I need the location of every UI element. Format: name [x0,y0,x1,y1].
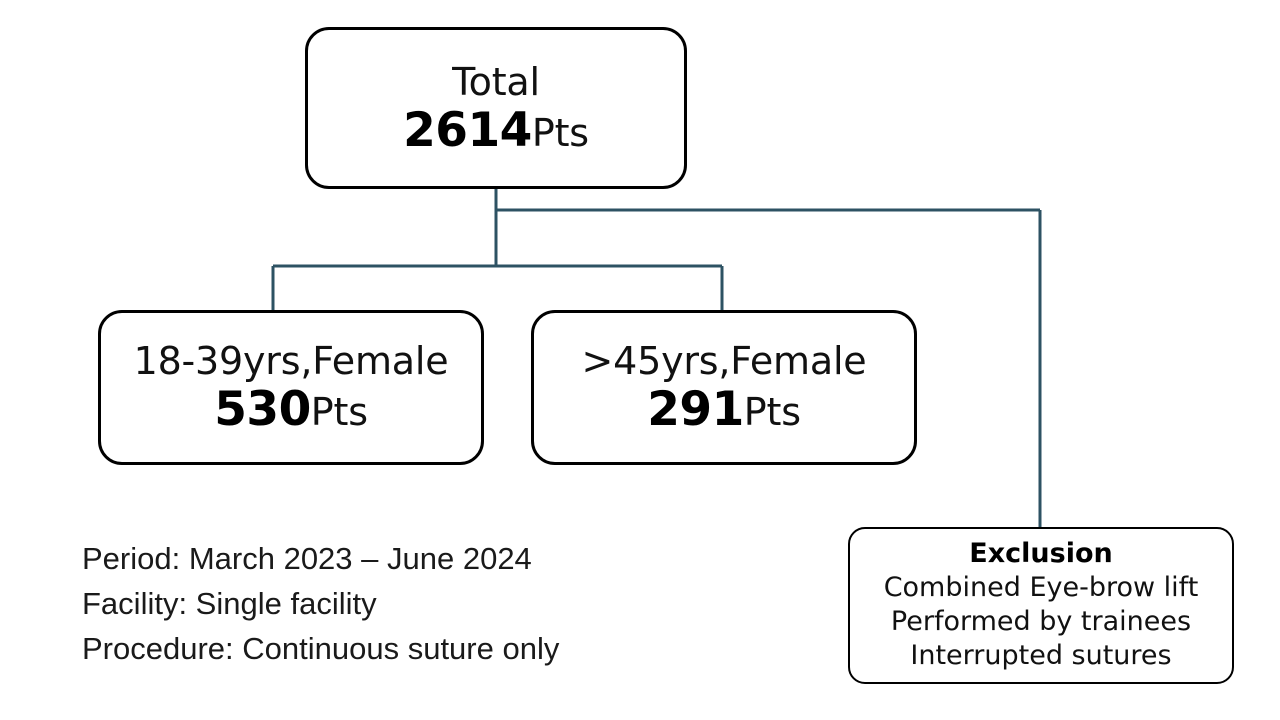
node-young-female-title: 18-39yrs,Female [133,339,449,384]
study-meta-period: Period: March 2023 – June 2024 [82,541,532,576]
node-total-count: 2614 Pts [403,102,589,158]
node-total-title: Total [452,59,540,104]
node-total-count-value: 2614 [403,102,532,158]
node-young-female-count-value: 530 [214,382,311,438]
node-older-female-count: 291 Pts [647,384,801,436]
node-exclusion[interactable]: Exclusion Combined Eye-brow lift Perform… [848,527,1234,684]
node-older-female[interactable]: >45yrs,Female 291 Pts [531,310,917,465]
node-total[interactable]: Total 2614 Pts [305,27,687,189]
node-exclusion-title: Exclusion [969,538,1113,569]
node-older-female-count-value: 291 [647,382,744,438]
node-young-female-count: 530 Pts [214,384,368,436]
node-total-count-unit: Pts [531,110,589,155]
node-exclusion-criterion-1: Combined Eye-brow lift [883,571,1199,603]
node-older-female-title: >45yrs,Female [581,339,867,384]
study-meta-block: Period: March 2023 – June 2024 Facility:… [82,536,559,671]
study-meta-facility: Facility: Single facility [82,586,377,621]
study-meta-procedure: Procedure: Continuous suture only [82,631,560,666]
node-exclusion-criterion-2: Performed by trainees [890,605,1192,637]
node-young-female-count-unit: Pts [310,390,368,435]
node-young-female[interactable]: 18-39yrs,Female 530 Pts [98,310,484,465]
node-exclusion-criterion-3: Interrupted sutures [910,639,1172,671]
node-older-female-count-unit: Pts [743,390,801,435]
